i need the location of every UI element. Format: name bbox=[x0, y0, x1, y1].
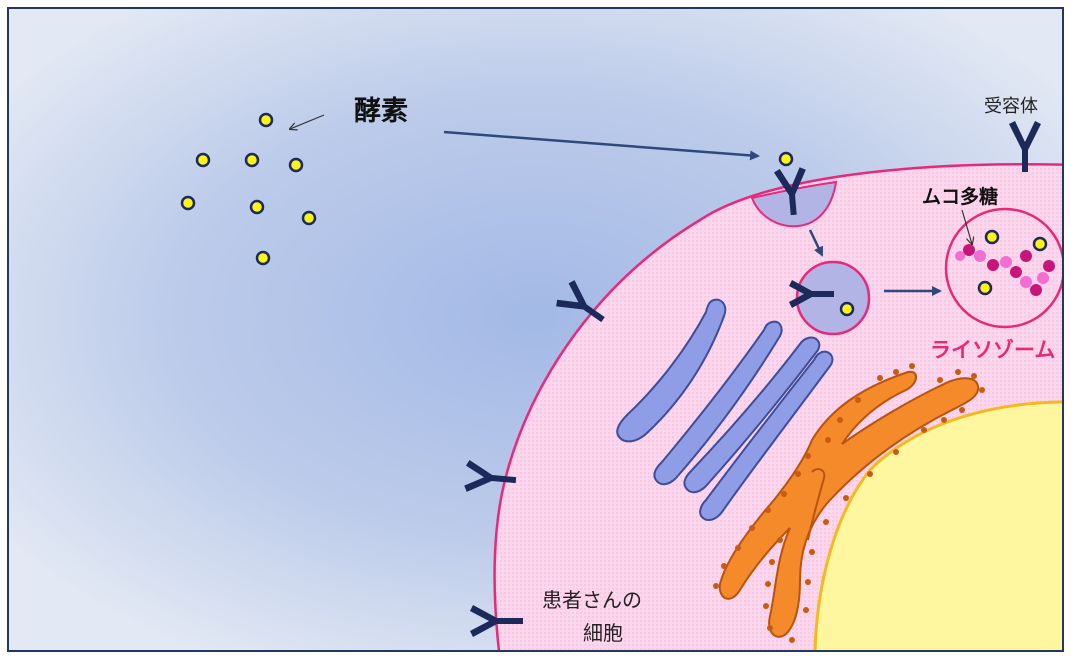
patient-cell-label-line2: 細胞 bbox=[583, 621, 623, 645]
patient-cell-label-line1: 患者さんの bbox=[542, 588, 642, 612]
mucopolysaccharide-label: ムコ多糖 bbox=[922, 185, 998, 208]
enzyme-label: 酵素 bbox=[354, 96, 408, 127]
lysosome-label: ライソゾーム bbox=[930, 338, 1055, 362]
receptor-label: 受容体 bbox=[984, 96, 1038, 117]
